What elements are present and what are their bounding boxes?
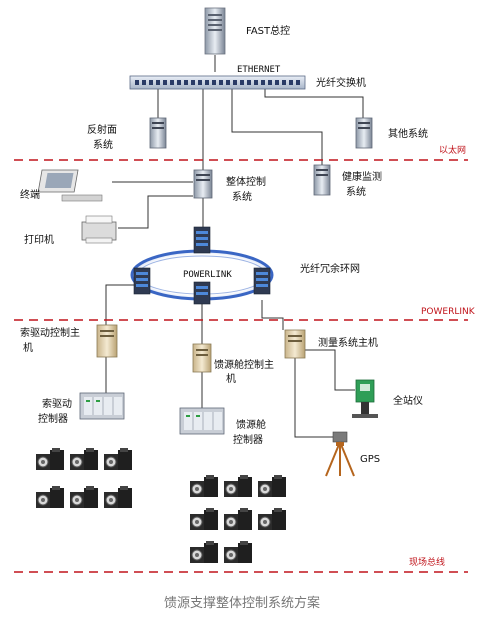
gps-icon xyxy=(325,431,355,477)
zone-label-ethernet: 以太网 xyxy=(439,144,466,156)
fast-server-icon xyxy=(204,7,226,55)
cabin-servo-4 xyxy=(189,507,219,531)
link-measure-gps xyxy=(294,352,338,438)
reflector-label-2: 系统 xyxy=(93,138,113,151)
link-lines xyxy=(105,55,364,438)
cabin-controller-label-1: 馈源舱 xyxy=(236,418,266,431)
total-station-label: 全站仪 xyxy=(393,394,423,407)
gps-label: GPS xyxy=(360,454,380,465)
other-server-icon xyxy=(355,117,373,149)
cable-controller-icon xyxy=(79,392,125,420)
reflector-label-1: 反射面 xyxy=(87,124,117,136)
fast-label: FAST总控 xyxy=(246,24,290,37)
cable-servo-6 xyxy=(103,485,133,509)
cabin-host-label-2: 机 xyxy=(226,372,236,385)
cabin-servo-3 xyxy=(257,474,287,498)
cable-servo-4 xyxy=(35,485,65,509)
zone-label-powerlink: POWERLINK xyxy=(421,307,476,317)
cabin-host-icon xyxy=(192,343,212,373)
fiber-switch-icon xyxy=(129,75,306,90)
ring-switch-right-icon xyxy=(253,267,271,295)
cabin-servo-1 xyxy=(189,474,219,498)
cabin-servo-group xyxy=(189,474,287,564)
link-ring-cablehost xyxy=(105,284,140,325)
total-station-icon xyxy=(352,379,378,418)
cabin-servo-5 xyxy=(223,507,253,531)
cable-controller-label-1: 索驱动 xyxy=(42,397,72,410)
zone-label-fieldbus: 现场总线 xyxy=(409,556,445,568)
health-label-1: 健康监测 xyxy=(342,170,382,183)
cabin-controller-label-2: 控制器 xyxy=(233,433,263,446)
measure-host-icon xyxy=(284,329,306,359)
health-server-icon xyxy=(313,164,331,196)
printer-label: 打印机 xyxy=(24,233,54,246)
measure-host-label: 测量系统主机 xyxy=(318,336,378,349)
link-measure-total xyxy=(305,349,355,391)
link-switch-other xyxy=(264,87,364,120)
ethernet-label: ETHERNET xyxy=(237,65,281,75)
cable-host-icon xyxy=(96,324,118,358)
cabin-servo-8 xyxy=(223,540,253,564)
cable-host-label-1: 索驱动控制主 xyxy=(20,326,80,339)
cabin-servo-7 xyxy=(189,540,219,564)
terminal-icon xyxy=(37,169,103,202)
overall-control-label-1: 整体控制 xyxy=(226,175,266,188)
terminal-label: 终端 xyxy=(20,188,40,201)
cabin-host-label-1: 馈源舱控制主 xyxy=(214,358,274,371)
link-printer xyxy=(118,195,193,229)
link-switch-health xyxy=(231,87,323,165)
fiber-switch-label: 光纤交换机 xyxy=(316,76,366,89)
reflector-server-icon xyxy=(149,117,167,149)
printer-icon xyxy=(81,215,117,244)
cabin-servo-2 xyxy=(223,474,253,498)
cabin-servo-6 xyxy=(257,507,287,531)
diagram-caption: 馈源支撑整体控制系统方案 xyxy=(164,595,320,611)
ring-switch-top-icon xyxy=(193,226,211,254)
ring-switch-bottom-icon xyxy=(193,281,211,305)
cable-servo-5 xyxy=(69,485,99,509)
cabin-controller-icon xyxy=(179,407,225,435)
ring-switch-left-icon xyxy=(133,267,151,295)
fiber-ring-label: 光纤冗余环网 xyxy=(300,262,360,275)
link-ring-measure xyxy=(261,300,284,330)
cable-controller-label-2: 控制器 xyxy=(38,412,68,425)
health-label-2: 系统 xyxy=(346,185,366,198)
cable-servo-group xyxy=(35,447,133,509)
cable-servo-2 xyxy=(69,447,99,471)
cable-host-label-2: 机 xyxy=(23,341,33,354)
other-system-label: 其他系统 xyxy=(388,127,428,140)
overall-control-server-icon xyxy=(193,169,213,199)
cable-servo-1 xyxy=(35,447,65,471)
cable-servo-3 xyxy=(103,447,133,471)
powerlink-label: POWERLINK xyxy=(183,270,232,280)
overall-control-label-2: 系统 xyxy=(232,190,252,203)
